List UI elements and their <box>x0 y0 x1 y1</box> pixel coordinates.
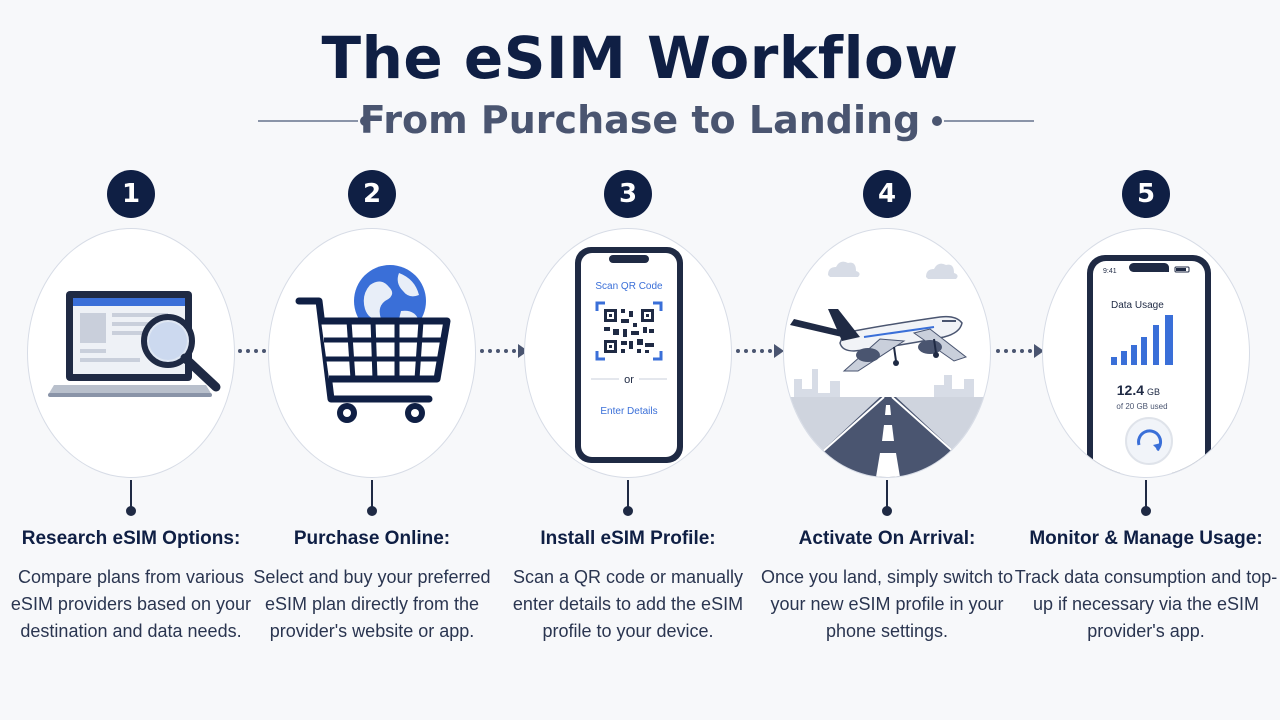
phone-qr-icon: Scan QR Code or Enter Details <box>575 247 683 463</box>
connector-stem <box>130 480 132 510</box>
status-time: 9:41 <box>1103 268 1117 275</box>
data-usage-heading: Data Usage <box>1111 300 1164 311</box>
data-detail: of 20 GB used <box>1116 402 1167 411</box>
connector-dot <box>623 506 633 516</box>
step-4: 4 Activate On Arrival: Once you la <box>761 170 1013 690</box>
step-number: 2 <box>348 170 396 218</box>
step-1: 1 Research eSIM Options: Compare plans f… <box>6 170 256 690</box>
step-description: Select and buy your preferred eSIM plan … <box>253 567 491 641</box>
step-number: 3 <box>604 170 652 218</box>
step-3: 3 Scan QR Code or Enter Details <box>503 170 753 690</box>
step-description: Once you land, simply switch to your new… <box>760 567 1014 641</box>
step-5: 5 9:41 Data Usage 12.4 GB of 20 GB used … <box>1015 170 1277 690</box>
subtitle-left-dot <box>360 116 370 126</box>
page-subtitle: From Purchase to Landing <box>359 98 921 142</box>
step-2: 2 Purchase Online: Select and buy your p… <box>247 170 497 690</box>
data-unit: GB <box>1147 387 1160 397</box>
arrow-right-icon <box>480 344 528 358</box>
step-description: Track data consumption and top-up if nec… <box>1014 567 1278 641</box>
step-title: Purchase Online: <box>293 528 451 549</box>
arrow-right-icon <box>736 344 784 358</box>
step-number: 1 <box>107 170 155 218</box>
connector-stem <box>371 480 373 510</box>
subtitle-row: From Purchase to Landing <box>0 98 1280 144</box>
subtitle-right-line <box>944 120 1034 122</box>
subtitle-left-line <box>258 120 358 122</box>
connector-dot <box>126 506 136 516</box>
step-title: Monitor & Manage Usage: <box>1029 528 1263 549</box>
step-illustration <box>27 228 235 478</box>
step-description: Compare plans from various eSIM provider… <box>10 567 252 641</box>
connector-stem <box>627 480 629 510</box>
phone-data-usage-icon: 9:41 Data Usage 12.4 GB of 20 GB used <box>1087 255 1211 473</box>
subtitle-right-dot <box>932 116 942 126</box>
airplane-landing-icon <box>784 261 990 477</box>
step-title: Research eSIM Options: <box>21 528 241 549</box>
enter-details-link: Enter Details <box>600 406 657 417</box>
step-number: 5 <box>1122 170 1170 218</box>
connector-dot <box>367 506 377 516</box>
connector-dot <box>1141 506 1151 516</box>
step-illustration: Scan QR Code or Enter Details <box>524 228 732 478</box>
connector-dot <box>882 506 892 516</box>
or-separator: or <box>624 374 634 386</box>
step-description: Scan a QR code or manually enter details… <box>512 567 744 641</box>
step-illustration: 9:41 Data Usage 12.4 GB of 20 GB used <box>1042 228 1250 478</box>
step-title: Install eSIM Profile: <box>540 528 716 549</box>
arrow-right-icon <box>996 344 1044 358</box>
laptop-magnifier-icon <box>48 291 221 397</box>
qr-heading: Scan QR Code <box>595 281 663 292</box>
connector-stem <box>886 480 888 510</box>
connector-stem <box>1145 480 1147 510</box>
page-title: The eSIM Workflow <box>321 24 959 92</box>
step-illustration <box>268 228 476 478</box>
step-title: Activate On Arrival: <box>798 528 976 549</box>
step-number: 4 <box>863 170 911 218</box>
shopping-cart-globe-icon <box>295 265 451 423</box>
data-amount: 12.4 <box>1117 382 1144 398</box>
step-illustration <box>783 228 991 478</box>
